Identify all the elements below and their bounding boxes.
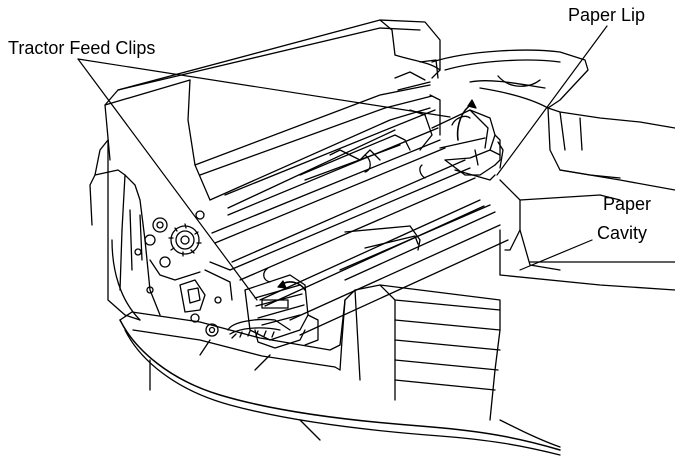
paper-stack <box>340 285 500 420</box>
label-tractor-feed-clips: Tractor Feed Clips <box>8 38 156 58</box>
left-frame <box>90 140 160 320</box>
top-lid <box>105 20 440 208</box>
label-paper-cavity-line2: Cavity <box>597 223 648 243</box>
right-tractor-clip <box>432 110 503 180</box>
leader-tractor-right <box>78 59 450 117</box>
front-base <box>120 300 560 455</box>
leader-tractor-left <box>78 59 257 300</box>
right-base <box>500 170 675 290</box>
curved-arrow-icon <box>278 281 305 290</box>
curved-arrow-icon <box>458 100 476 140</box>
label-paper-lip: Paper Lip <box>568 5 646 25</box>
leader-paper-cavity <box>520 240 592 270</box>
callout-leaders <box>78 26 607 300</box>
label-paper-cavity-line1: Paper <box>603 194 652 214</box>
platen-rollers <box>212 110 508 335</box>
rear-hood <box>432 50 675 178</box>
gear-icon <box>140 211 204 280</box>
leader-paper-lip <box>497 26 607 175</box>
print-head-area <box>300 60 440 180</box>
left-lower-details <box>135 249 232 322</box>
